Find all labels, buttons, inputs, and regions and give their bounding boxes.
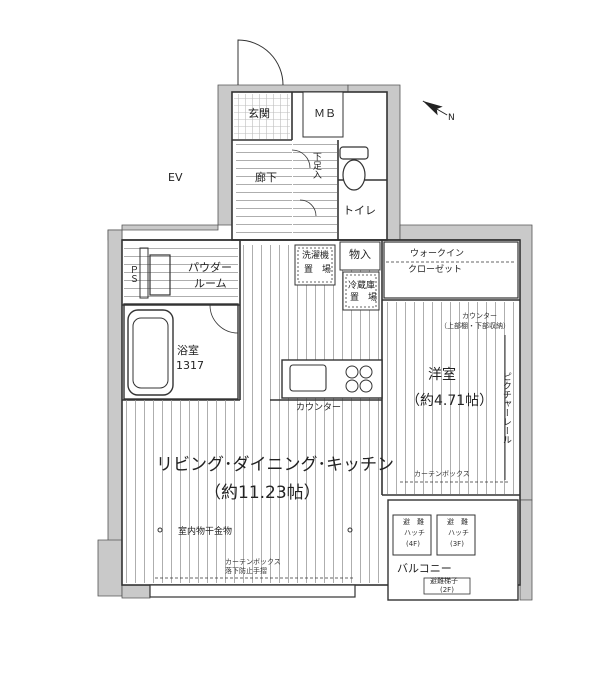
entrance-floor [234,94,290,139]
compass-label: N [448,113,455,123]
curtain-box-ldk-label: カーテンボックス [225,558,281,566]
western-room-label: 洋室 [428,367,456,383]
washbasin [149,254,171,296]
evac-hatch-4f-label-2: ハッチ [404,529,425,537]
bathtub [127,309,174,396]
bath-label-2: 1317 [176,359,204,372]
evac-ladder-label-2: (2F) [440,586,454,594]
corridor-floor-2 [293,142,337,238]
western-room-area: （約4.71帖） [406,393,494,409]
walkin-label-1: ウォークイン [410,249,465,259]
fridge-label-2: 置 場 [350,293,378,303]
fridge-label-1: 冷蔵庫 [348,281,376,291]
entrance-label: 玄関 [248,107,270,120]
evac-hatch-3f-label-2: ハッチ [448,529,469,537]
kitchen-sink [289,364,327,392]
picture-rail-label: ピクチャーレール [500,372,511,444]
evac-hatch-4f-label-1: 避 難 [403,518,424,526]
indoor-drying-label: 室内物干金物 [178,527,233,537]
ev-label: EV [168,171,183,184]
walkin-label-2: クローゼット [408,265,463,275]
evac-hatch-4f-label-3: (4F) [406,540,420,548]
toilet-label: トイレ [343,204,376,217]
washer-label-2: 置 場 [304,265,332,275]
evac-hatch-3f-label-1: 避 難 [447,518,468,526]
ldk-area: （約11.23帖） [204,483,321,503]
ldk-floor [124,400,381,583]
curtain-box-room-label: カーテンボックス [414,470,470,478]
mb-label: ＭＢ [314,107,336,120]
counter-label: カウンター [296,403,342,413]
powder-room-label-2: ルーム [194,277,227,290]
washer-label-1: 洗濯機 [302,251,330,261]
western-room-floor [384,302,518,494]
evac-ladder-label-1: 避難梯子 [430,577,458,585]
balcony-label: バルコニー [397,562,452,575]
shoe-storage-label: 下足入 [310,152,321,179]
wall-counter-label-1: カウンター [462,312,497,320]
powder-room-floor [124,242,238,304]
evac-hatch-3f-label-3: (3F) [450,540,464,548]
wall-counter-label-2: （上部棚・下部収納） [440,322,510,330]
corridor-floor [236,142,292,238]
compass-icon [422,100,448,116]
powder-room-label-1: パウダー [188,261,232,274]
ps-label: ＰＳ [127,265,138,283]
bath-label-1: 浴室 [177,344,199,357]
toilet-fixture [342,159,366,191]
ldk-label: リビング･ダイニング･キッチン [156,455,394,475]
fall-prevention-label: 落下防止手摺 [225,567,267,575]
corridor-label: 廊下 [255,171,277,184]
storage-label: 物入 [349,248,371,261]
